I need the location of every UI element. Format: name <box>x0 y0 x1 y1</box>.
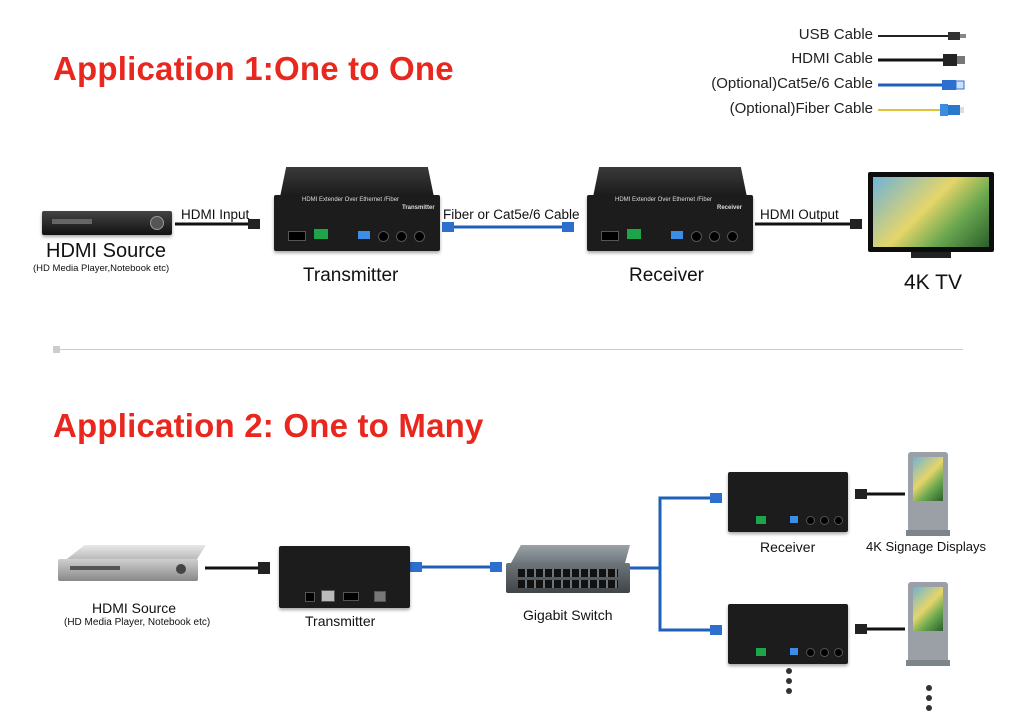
gigabit-switch-device <box>506 545 630 595</box>
app2-switch-label: Gigabit Switch <box>523 607 613 623</box>
tv-icon <box>868 172 994 264</box>
signage-display-icon-1 <box>906 452 950 536</box>
app2-title: Application 2: One to Many <box>53 407 484 444</box>
app1-link-label: Fiber or Cat5e/6 Cable <box>443 207 580 222</box>
app2-source-sub: (HD Media Player, Notebook etc) <box>64 617 211 628</box>
section-divider <box>53 349 963 350</box>
app2-receiver-label: Receiver <box>760 539 816 555</box>
app1-hdmi-input-label: HDMI Input <box>181 207 250 222</box>
cable-legend: USB Cable HDMI Cable (Optional)Cat5e/6 C… <box>690 26 980 121</box>
rj45-plug-icon <box>878 80 965 90</box>
fiber-plug-icon <box>878 104 964 116</box>
app2-display-label: 4K Signage Displays <box>866 539 986 554</box>
app1-receiver-label: Receiver <box>629 265 704 286</box>
hdmi-source-player-2 <box>58 545 206 585</box>
app1-transmitter-label: Transmitter <box>303 265 399 286</box>
more-receivers-dots <box>786 668 792 694</box>
app2-source-label: HDMI Source <box>92 600 177 616</box>
rx-device-tag: Receiver <box>717 205 743 211</box>
app1-transmitter-device: HDMI Extender Over Ethernet /Fiber Trans… <box>274 167 440 251</box>
app1-hdmi-output-label: HDMI Output <box>760 207 839 222</box>
app2-receiver-device-2 <box>728 604 848 664</box>
legend-cables <box>878 32 966 116</box>
legend-cat-label: (Optional)Cat5e/6 Cable <box>711 75 873 92</box>
hdmi-plug-icon <box>878 54 965 66</box>
tx-device-tag: Transmitter <box>402 205 435 211</box>
app2-transmitter-device <box>279 546 410 608</box>
app1-source-sub: (HD Media Player,Notebook etc) <box>33 263 170 274</box>
tx-device-text: HDMI Extender Over Ethernet /Fiber <box>302 197 400 203</box>
more-displays-dots <box>926 685 932 711</box>
signage-display-icon-2 <box>906 582 950 666</box>
divider-marker <box>53 346 60 353</box>
app1-receiver-device: HDMI Extender Over Ethernet /Fiber Recei… <box>587 167 753 251</box>
legend-usb-label: USB Cable <box>798 26 873 43</box>
app2-transmitter-label: Transmitter <box>305 613 376 629</box>
app1-tv-label: 4K TV <box>904 271 962 294</box>
usb-plug-icon <box>878 32 966 40</box>
legend-hdmi-label: HDMI Cable <box>791 50 873 67</box>
legend-fiber-label: (Optional)Fiber Cable <box>729 100 873 117</box>
hdmi-source-player-1 <box>42 207 172 237</box>
app2-receiver-device-1 <box>728 472 848 532</box>
app1-title: Application 1:One to One <box>53 50 454 87</box>
app1-source-label: HDMI Source <box>46 240 167 262</box>
rx-device-text: HDMI Extender Over Ethernet /Fiber <box>615 197 713 203</box>
